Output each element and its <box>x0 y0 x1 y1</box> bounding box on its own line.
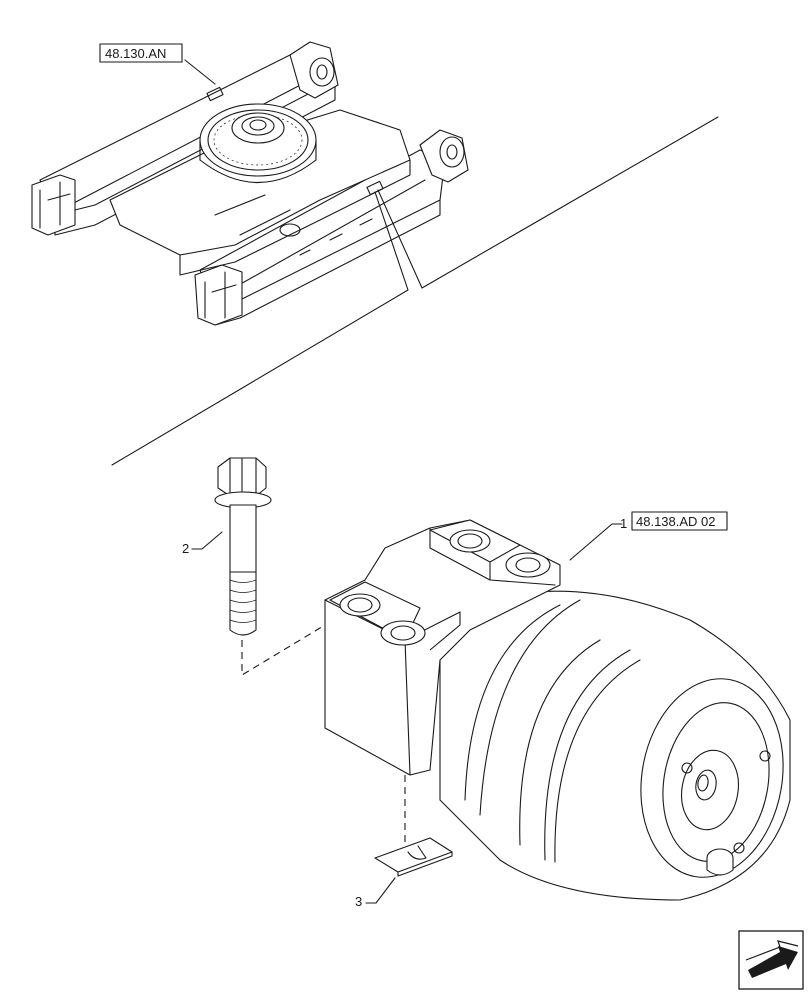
clip-washer <box>374 837 453 877</box>
callout-2: 2 <box>182 531 223 556</box>
callout-3: 3 <box>355 877 396 909</box>
arrow-icon[interactable] <box>738 930 804 990</box>
flange-bolt <box>214 457 272 636</box>
frame-reference-callout: 48.130.AN <box>99 43 216 85</box>
roller-reference-label: 48.138.AD 02 <box>636 514 716 529</box>
track-roller <box>324 519 791 901</box>
undercarriage-frame <box>31 41 469 326</box>
callout-3-number: 3 <box>355 894 362 909</box>
callout-2-number: 2 <box>182 541 189 556</box>
callout-1-number: 1 <box>620 516 627 531</box>
frame-reference-label: 48.130.AN <box>105 46 166 61</box>
callout-1: 1 48.138.AD 02 <box>569 511 728 561</box>
